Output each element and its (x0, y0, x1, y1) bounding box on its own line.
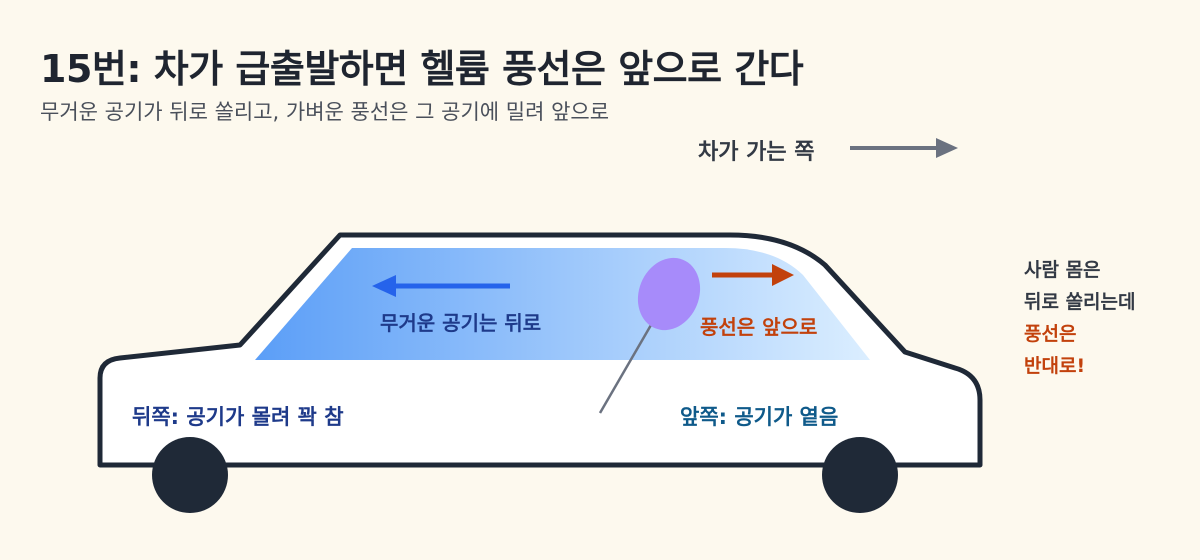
left-arrow-icon (372, 275, 510, 297)
side-note-line: 풍선은 (1024, 323, 1077, 345)
direction-label: 차가 가는 쪽 (698, 140, 815, 165)
side-note-line: 사람 몸은 (1024, 259, 1101, 281)
air-label: 무거운 공기는 뒤로 (380, 311, 541, 335)
car-window (255, 248, 870, 360)
side-note-line: 뒤로 쏠리는데 (1024, 291, 1136, 313)
right-arrow-icon (712, 264, 794, 286)
front-label: 앞쪽: 공기가 옅음 (680, 405, 838, 429)
side-note: 사람 몸은 뒤로 쏠리는데 풍선은 반대로! (1024, 254, 1136, 382)
balloon-string (598, 324, 653, 414)
rear-label: 뒤쪽: 공기가 몰려 꽉 참 (132, 405, 344, 429)
rear-wheel (152, 437, 228, 513)
balloon-label: 풍선은 앞으로 (700, 315, 817, 339)
side-note-line: 반대로! (1024, 355, 1086, 377)
right-arrow-icon (850, 138, 958, 158)
page-subtitle: 무거운 공기가 뒤로 쏠리고, 가벼운 풍선은 그 공기에 밀려 앞으로 (40, 100, 610, 124)
page-title: 15번: 차가 급출발하면 헬륨 풍선은 앞으로 간다 (40, 47, 804, 91)
front-wheel (822, 437, 898, 513)
balloon-icon (637, 257, 701, 331)
